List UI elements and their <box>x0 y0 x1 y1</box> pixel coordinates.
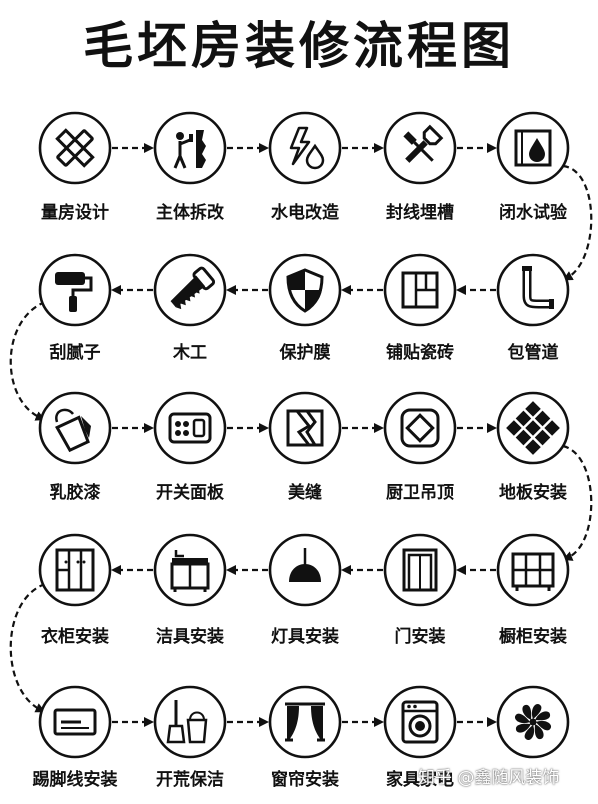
paint-bucket-icon <box>55 408 91 453</box>
shield-icon <box>286 268 324 313</box>
step-label: 水电改造 <box>271 203 339 223</box>
step-node <box>153 253 227 327</box>
step-node <box>496 533 570 607</box>
step-label: 门安装 <box>394 627 446 647</box>
step-circle <box>496 253 570 327</box>
step-node <box>268 391 342 465</box>
step-node <box>153 111 227 185</box>
step-label: 踢脚线安装 <box>32 770 118 790</box>
wardrobe-icon <box>55 548 95 592</box>
step-node <box>496 391 570 465</box>
step-node <box>153 391 227 465</box>
step-label: 灯具安装 <box>271 627 339 647</box>
step-label: 开关面板 <box>156 483 224 503</box>
step-node <box>38 533 112 607</box>
vanity-sink-icon <box>170 550 210 592</box>
step-label: 洁具安装 <box>156 627 224 647</box>
cabinet-icon <box>511 552 555 591</box>
hand-saw-icon <box>170 266 216 310</box>
step-node <box>38 685 112 759</box>
step-label: 铺贴瓷砖 <box>386 343 454 363</box>
skirting-board-icon <box>53 708 97 736</box>
step-node <box>38 111 112 185</box>
page-title: 毛坯房装修流程图 <box>83 17 515 75</box>
step-circle <box>38 533 112 607</box>
door-icon <box>402 548 438 592</box>
step-node <box>383 533 457 607</box>
step-label: 美缝 <box>288 483 322 503</box>
water-drop-box-icon <box>514 129 552 167</box>
step-node <box>496 111 570 185</box>
step-label: 包管道 <box>507 343 559 363</box>
watermark: 知乎 @鑫随风装饰 <box>418 768 560 788</box>
paint-roller-icon <box>55 272 93 312</box>
step-node <box>383 253 457 327</box>
step-label: 地板安装 <box>499 483 567 503</box>
pipe-icon <box>522 266 554 309</box>
switch-panel-icon <box>168 412 212 444</box>
step-circle <box>153 391 227 465</box>
wrench-screwdriver-icon <box>403 124 444 163</box>
row-turn-arrow <box>9 582 46 713</box>
step-circle <box>383 391 457 465</box>
step-label: 封线埋槽 <box>386 203 454 223</box>
step-label: 窗帘安装 <box>271 770 339 790</box>
pendant-lamp-icon <box>289 548 321 582</box>
step-node <box>268 253 342 327</box>
step-node <box>383 391 457 465</box>
step-label: 厨卫吊顶 <box>386 483 454 503</box>
step-label: 量房设计 <box>41 203 109 223</box>
step-label: 家具家电 <box>386 770 454 790</box>
step-node <box>268 685 342 759</box>
step-label: 闭水试验 <box>499 203 567 223</box>
tile-layout-icon <box>401 271 439 309</box>
step-label: 乳胶漆 <box>49 483 101 503</box>
washing-machine-icon <box>401 700 439 744</box>
step-circle <box>153 111 227 185</box>
step-label: 木工 <box>173 343 207 363</box>
step-label: 橱柜安装 <box>499 627 567 647</box>
step-circle <box>153 685 227 759</box>
worker-hammer-wall-icon <box>173 130 206 169</box>
tile-seam-icon <box>286 409 324 447</box>
lightning-water-drop-icon <box>289 126 325 170</box>
ruler-pencil-icon <box>55 128 95 168</box>
step-label: 开荒保洁 <box>156 770 224 790</box>
row-turn-arrow <box>9 300 46 421</box>
ceiling-diamond-icon <box>400 408 440 448</box>
step-circle <box>268 685 342 759</box>
step-node <box>268 533 342 607</box>
broom-bucket-icon <box>166 700 208 744</box>
row-turn-arrow <box>562 164 593 281</box>
step-node <box>383 111 457 185</box>
step-node <box>153 533 227 607</box>
step-node <box>496 685 570 759</box>
step-node <box>38 253 112 327</box>
step-label: 衣柜安装 <box>41 627 109 647</box>
step-node <box>268 111 342 185</box>
step-circle <box>38 111 112 185</box>
step-label: 保护膜 <box>279 343 331 363</box>
curtain-icon <box>285 702 325 742</box>
step-node <box>38 391 112 465</box>
row-turn-arrow <box>562 444 593 561</box>
step-node <box>496 253 570 327</box>
step-label: 主体拆改 <box>156 203 224 223</box>
step-circle <box>38 391 112 465</box>
step-node <box>383 685 457 759</box>
step-node <box>153 685 227 759</box>
fan-icon <box>514 703 552 741</box>
step-label: 刮腻子 <box>49 343 101 363</box>
